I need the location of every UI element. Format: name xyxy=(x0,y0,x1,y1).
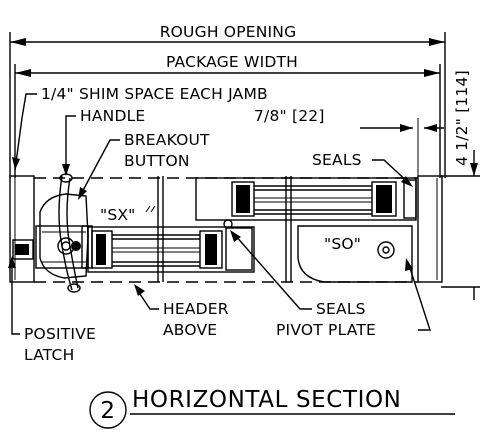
handle-leader xyxy=(65,115,76,172)
pivot-circle xyxy=(377,241,395,259)
handle xyxy=(58,173,81,293)
right-jamb xyxy=(417,175,443,283)
vertical-dimension-label: 4 1/2" [114] xyxy=(453,70,471,166)
rough-opening-label: ROUGH OPENING xyxy=(160,23,297,41)
handle-label: HANDLE xyxy=(80,107,145,125)
seals-bottom-leader xyxy=(233,233,312,310)
breakout-label: BREAKOUT xyxy=(124,131,210,149)
shim-leader xyxy=(14,93,37,171)
dim-7-8-label: 7/8" [22] xyxy=(254,107,325,125)
header-label: HEADER xyxy=(163,300,229,318)
seals-bottom-label: SEALS xyxy=(316,300,366,318)
button-label: BUTTON xyxy=(124,152,190,170)
positive-latch-leader xyxy=(11,260,20,335)
shim-space-label: 1/4" SHIM SPACE EACH JAMB xyxy=(41,85,268,103)
so-label: "SO" xyxy=(324,235,361,253)
positive-label: POSITIVE xyxy=(24,325,96,343)
breakout-leader xyxy=(79,139,120,197)
pivot-plate-label: PIVOT PLATE xyxy=(276,321,376,339)
header-leader xyxy=(135,287,159,310)
break-lines-left xyxy=(157,176,164,282)
above-label: ABOVE xyxy=(163,321,217,339)
section-title: 2 HORIZONTAL SECTION xyxy=(89,387,455,429)
section-number-circle xyxy=(89,391,127,429)
section-title-text: HORIZONTAL SECTION xyxy=(132,387,401,413)
section-number: 2 xyxy=(100,398,115,424)
seals-top-label: SEALS xyxy=(312,151,362,169)
package-width-dimension xyxy=(14,64,441,178)
so-panel xyxy=(195,177,417,221)
latch-assembly xyxy=(35,193,93,279)
latch-label: LATCH xyxy=(24,346,74,364)
sx-panel xyxy=(87,219,255,273)
sx-label: "SX" xyxy=(100,206,136,224)
so-fixed-outline xyxy=(297,225,413,283)
break-lines-right xyxy=(285,176,292,282)
vertical-dimension xyxy=(441,150,480,300)
package-width-label: PACKAGE WIDTH xyxy=(166,53,298,71)
seals-top-leader xyxy=(372,159,411,185)
left-jamb xyxy=(9,175,35,283)
dim-7-8-arrows xyxy=(360,118,444,176)
pivot-plate-leader xyxy=(407,261,431,331)
rough-opening-dimension xyxy=(9,32,446,178)
